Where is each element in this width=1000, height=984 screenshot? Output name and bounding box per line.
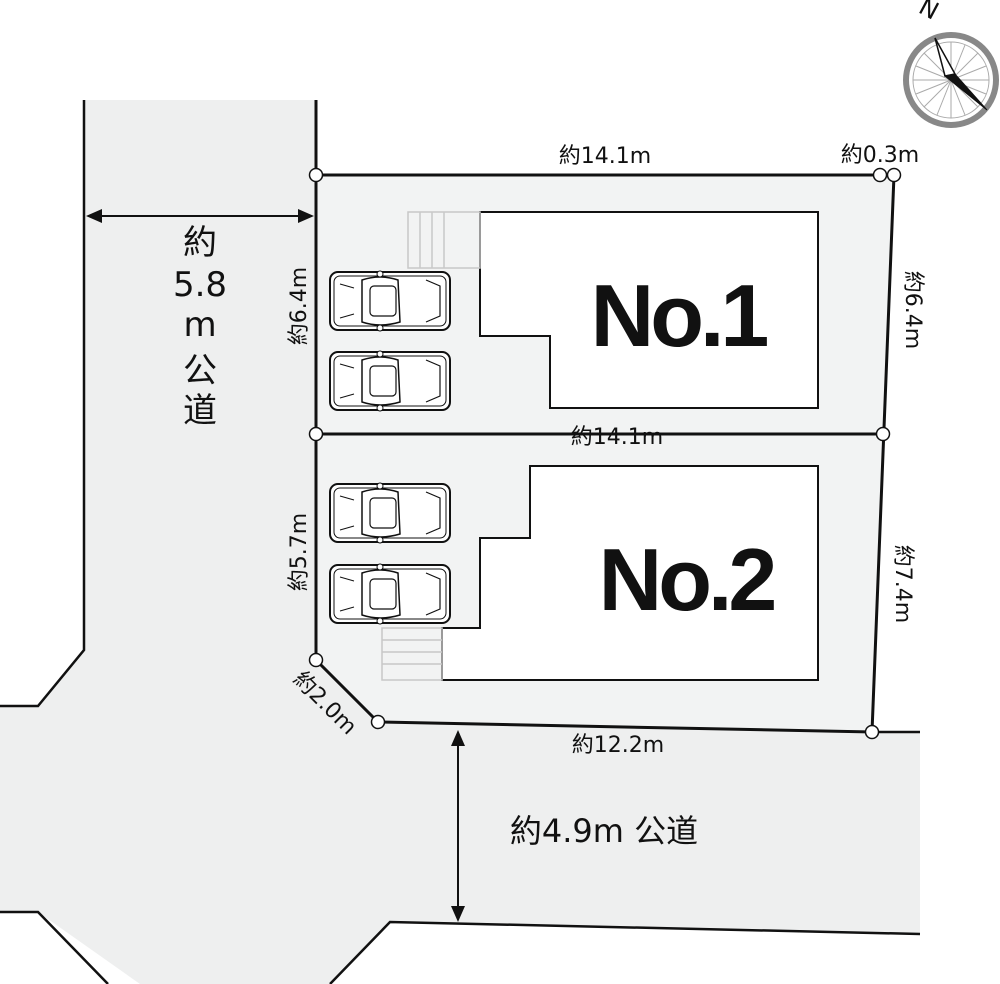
compass-north-label: N xyxy=(914,0,943,26)
dim-left-no2: 約5.7m xyxy=(287,513,312,591)
steps-no2 xyxy=(381,627,443,681)
road-west-char: 公 xyxy=(183,351,217,391)
road-label-south: 約4.9m 公道 xyxy=(510,812,698,850)
road-edge-west xyxy=(0,100,86,708)
road-west-char: 道 xyxy=(183,391,217,431)
lot-label-no2: No.2 xyxy=(599,530,775,629)
dim-right-no2: 約7.4m xyxy=(890,545,915,623)
roads xyxy=(0,100,921,984)
road-edge-south xyxy=(329,920,921,984)
dim-right-no1: 約6.4m xyxy=(900,271,925,349)
road-edge-southwest xyxy=(0,910,109,984)
compass-icon xyxy=(903,32,999,128)
car-icon xyxy=(329,563,451,625)
road-label-west: 約 5.8 m 公 道 xyxy=(173,223,227,431)
building-no1 xyxy=(479,211,819,409)
car-icon xyxy=(329,350,451,412)
corner-markers xyxy=(308,167,902,740)
car-icon xyxy=(329,482,451,544)
dim-corner-offset: 約0.3m xyxy=(841,143,919,168)
dim-middle-width: 約14.1m xyxy=(571,425,663,450)
road-west-and-south xyxy=(0,100,920,984)
dim-left-no1: 約6.4m xyxy=(287,267,312,345)
road-west-char: 約 xyxy=(183,223,217,263)
car-icon xyxy=(329,270,451,332)
road-west-char: m xyxy=(183,305,216,345)
road-west-char: 5.8 xyxy=(173,265,227,305)
buildings xyxy=(381,211,819,681)
dim-top-width: 約14.1m xyxy=(559,144,651,169)
lot-label-no1: No.1 xyxy=(591,266,768,365)
dimension-arrows xyxy=(86,209,465,922)
steps-no1 xyxy=(407,211,481,269)
dim-bottom-width: 約12.2m xyxy=(572,733,664,758)
